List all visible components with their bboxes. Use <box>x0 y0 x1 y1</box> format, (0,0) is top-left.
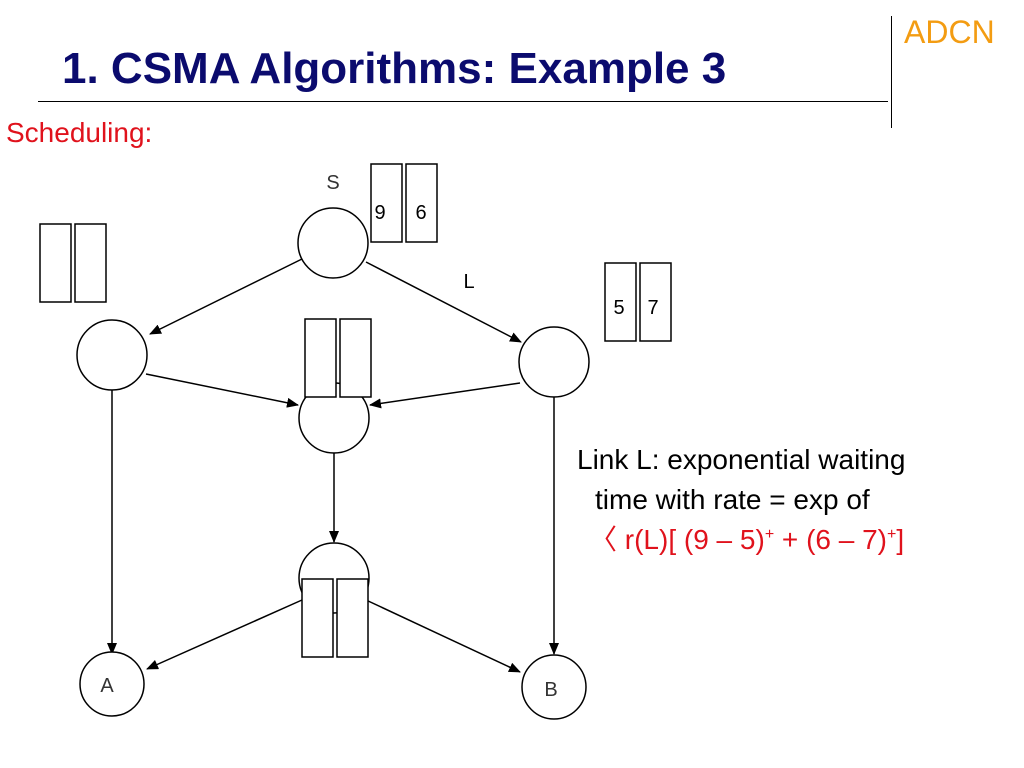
formula-suffix: ] <box>896 524 905 555</box>
edges <box>107 257 559 673</box>
queue-bottom-box-2 <box>336 578 369 658</box>
formula-plus-2: + <box>887 526 897 543</box>
node-b <box>521 654 587 720</box>
slide-title: 1. CSMA Algorithms: Example 3 <box>62 44 727 93</box>
queue-center-box-2 <box>339 318 372 398</box>
edge-s-left <box>149 257 305 335</box>
queue-left-box-2 <box>74 223 107 303</box>
edge-right-center <box>369 382 521 409</box>
header-vertical-divider <box>891 16 892 128</box>
queue-left-box-1 <box>39 223 72 303</box>
edge-s-right-link-l <box>365 261 522 343</box>
queue-center-box-1 <box>304 318 337 398</box>
edge-left-center <box>145 373 299 408</box>
node-s-label: S <box>326 172 339 194</box>
queue-source-box-2 <box>405 163 438 243</box>
node-b-label: B <box>544 679 557 701</box>
queue-bottom-box-1 <box>301 578 334 658</box>
link-l-label: L <box>463 271 474 293</box>
queue-right-box-2 <box>639 262 672 342</box>
edge-bottom-a <box>146 599 303 670</box>
note-line-1: Link L: exponential waiting <box>577 444 906 475</box>
formula-middle: + (6 – 7) <box>774 524 887 555</box>
queue-source-box-1 <box>370 163 403 243</box>
node-left <box>76 319 148 391</box>
node-right <box>518 326 590 398</box>
queue-right-value-2: 7 <box>647 297 658 319</box>
formula-plus-1: + <box>764 526 775 543</box>
node-a-label: A <box>100 675 114 697</box>
note-line-2: time with rate = exp of <box>595 484 870 515</box>
queue-source-value-2: 6 <box>415 202 426 224</box>
queue-right-box-1 <box>604 262 637 342</box>
queue-right-value-1: 5 <box>613 297 624 319</box>
note-formula: 〈 r(L)[ (9 – 5)+ + (6 – 7)+] <box>577 520 905 560</box>
node-a <box>79 651 145 717</box>
formula-prefix: 〈 r(L)[ (9 – 5) <box>589 524 765 555</box>
nodes <box>76 207 590 720</box>
queue-source-value-1: 9 <box>374 202 385 224</box>
title-underline <box>38 101 888 102</box>
node-s <box>297 207 369 279</box>
section-subtitle: Scheduling: <box>6 117 153 148</box>
edge-bottom-b <box>365 599 521 673</box>
link-rate-note: Link L: exponential waiting time with ra… <box>577 440 905 560</box>
brand-label: ADCN <box>904 14 995 50</box>
